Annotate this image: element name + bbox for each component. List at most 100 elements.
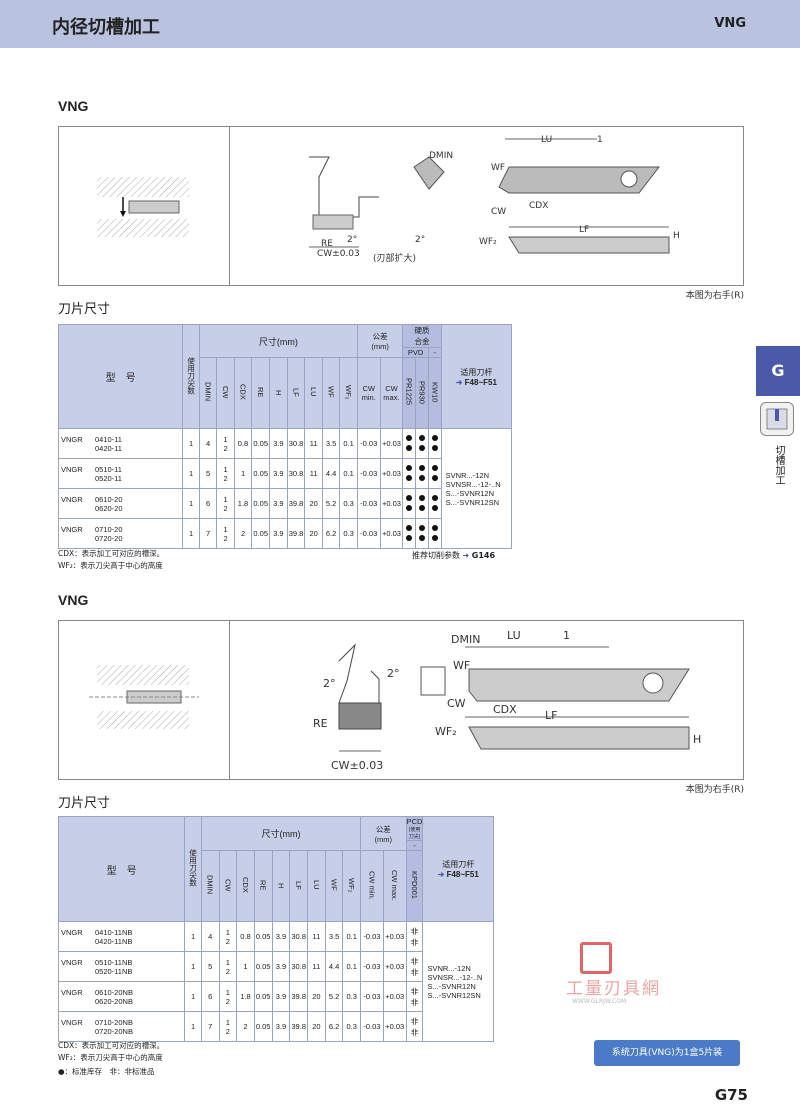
wf2-cell: 0.1 — [339, 428, 358, 459]
stock-dot-icon — [419, 444, 425, 451]
model-code: 0720-20NB — [95, 1026, 133, 1036]
col-grade-pr1225-header: PR1225 — [402, 357, 417, 429]
label-re-2: RE — [313, 717, 328, 730]
dmin-cell: 6 — [198, 488, 218, 519]
note-cdx-1: CDX：表示加工可对应的槽深。 — [58, 549, 165, 558]
label-cw-tol: CW±0.03 — [317, 249, 360, 259]
grade-cell — [427, 428, 442, 459]
col-lf-header: LF — [286, 357, 306, 429]
col-label: CW min. — [367, 870, 377, 900]
page-title: 内径切槽加工 — [52, 17, 160, 38]
model-code: 0620-20 — [95, 503, 123, 513]
re-cell: 0.05 — [251, 488, 271, 519]
holder-item[interactable]: SVNR...-12N — [445, 470, 490, 480]
pcd-sub: (使用刀尖) — [408, 827, 421, 840]
corners-cell: 1 — [184, 951, 202, 982]
cutting-ref-link[interactable]: 推荐切削参数 ➜ G146 — [412, 550, 495, 561]
holder-ref[interactable]: ➜ F48~F51 — [442, 378, 511, 387]
holder-ref[interactable]: ➜ F48~F51 — [423, 870, 493, 879]
model-code: 0510-11NB — [95, 957, 133, 967]
note-wf2-1: WF₂：表示刀尖高于中心的高度 — [58, 561, 163, 570]
holder-item[interactable]: S...-SVNR12SN — [427, 990, 481, 1000]
col-tol-1-header: CW max. — [379, 357, 404, 429]
stock-dot-icon — [406, 434, 413, 441]
grade-cell — [402, 488, 417, 519]
cwmin-cell: -0.03 — [360, 921, 384, 952]
col-h-header: H — [269, 357, 288, 429]
col-tol-header: 公差 (mm) — [360, 816, 407, 851]
h-cell: 3.9 — [269, 458, 288, 489]
cwmin-cell: -0.03 — [360, 1011, 384, 1042]
diagram-note: (刃部扩大) — [373, 254, 417, 264]
col-label: CW — [221, 385, 231, 399]
lf-cell: 30.8 — [286, 458, 306, 489]
col-label: PR1225 — [404, 378, 414, 406]
label-cw-tol-2: CW±0.03 — [331, 759, 384, 772]
grade-cell — [402, 458, 417, 489]
col-pvd-header: PVD — [402, 347, 429, 358]
holder-item[interactable]: S...-SVNR12N — [427, 981, 476, 991]
label-h: H — [673, 231, 680, 241]
re-cell: 0.05 — [253, 1011, 273, 1042]
wf-cell: 3.5 — [324, 921, 344, 952]
cw-value: 2 — [225, 1026, 230, 1036]
dmin-cell: 6 — [200, 981, 220, 1012]
stock-dot-icon — [406, 504, 413, 511]
col-wf-header: WF — [324, 850, 344, 922]
grade-cell — [415, 518, 429, 549]
stock-dot-icon — [419, 434, 425, 441]
stock-dot-icon — [419, 464, 425, 471]
corners-cell: 1 — [182, 518, 200, 549]
holder-item[interactable]: SVNSR...-12-..N — [427, 972, 483, 982]
re-cell: 0.05 — [251, 458, 271, 489]
wf-cell: 5.2 — [324, 981, 344, 1012]
insert-detail-diagram — [309, 138, 670, 254]
cw-value: 1 — [225, 1017, 230, 1027]
stock-dot-icon — [431, 534, 438, 541]
model-prefix: VNGR — [61, 987, 83, 997]
model-code: 0710-20 — [95, 524, 123, 534]
lu-cell: 11 — [304, 458, 323, 489]
col-lu-header: LU — [304, 357, 323, 429]
label-cw: CW — [491, 207, 507, 217]
stock-dot-icon — [406, 464, 413, 471]
lf-cell: 39.8 — [289, 1011, 309, 1042]
label-one-2: 1 — [563, 629, 570, 642]
label-deg2a-2: 2° — [323, 677, 336, 690]
holder-item[interactable]: SVNR...-12N — [427, 963, 471, 973]
model-code: 0410-11 — [95, 434, 122, 444]
col-label: LU — [309, 387, 319, 397]
col-corners-header: 使用刀尖数 — [184, 816, 202, 922]
cdx-cell: 0.8 — [233, 428, 253, 459]
col-tol-0-header: CW min. — [360, 850, 384, 922]
lu-cell: 20 — [304, 488, 323, 519]
corners-cell: 1 — [184, 981, 202, 1012]
lu-cell: 20 — [307, 1011, 326, 1042]
wf2-cell: 0.3 — [342, 981, 362, 1012]
col-tol-0-header: CW min. — [356, 357, 381, 429]
stock-dot-icon — [419, 534, 425, 541]
holder-item[interactable]: S...-SVNR12SN — [445, 497, 500, 507]
cw-value: 2 — [223, 473, 228, 483]
corners-label: 使用刀尖数 — [186, 356, 196, 395]
h-cell: 3.9 — [271, 981, 291, 1012]
holder-item[interactable]: SVNSR...-12-..N — [445, 479, 501, 489]
label-cw-2: CW — [447, 697, 466, 710]
lf-cell: 30.8 — [289, 921, 309, 952]
cw-value: 2 — [223, 503, 228, 513]
stock-dot-icon — [431, 504, 438, 511]
section-tab-g[interactable]: G — [756, 346, 800, 396]
re-cell: 0.05 — [253, 951, 273, 982]
col-model-header: 型 号 — [57, 816, 186, 922]
wf2-cell: 0.1 — [342, 921, 362, 952]
cw-value: 1 — [225, 927, 230, 937]
holder-item[interactable]: S...-SVNR12N — [445, 488, 495, 498]
label-lu-2: LU — [507, 629, 521, 642]
box-quantity-button[interactable]: 系统刀具(VNG)为1盒5片装 — [594, 1040, 740, 1066]
